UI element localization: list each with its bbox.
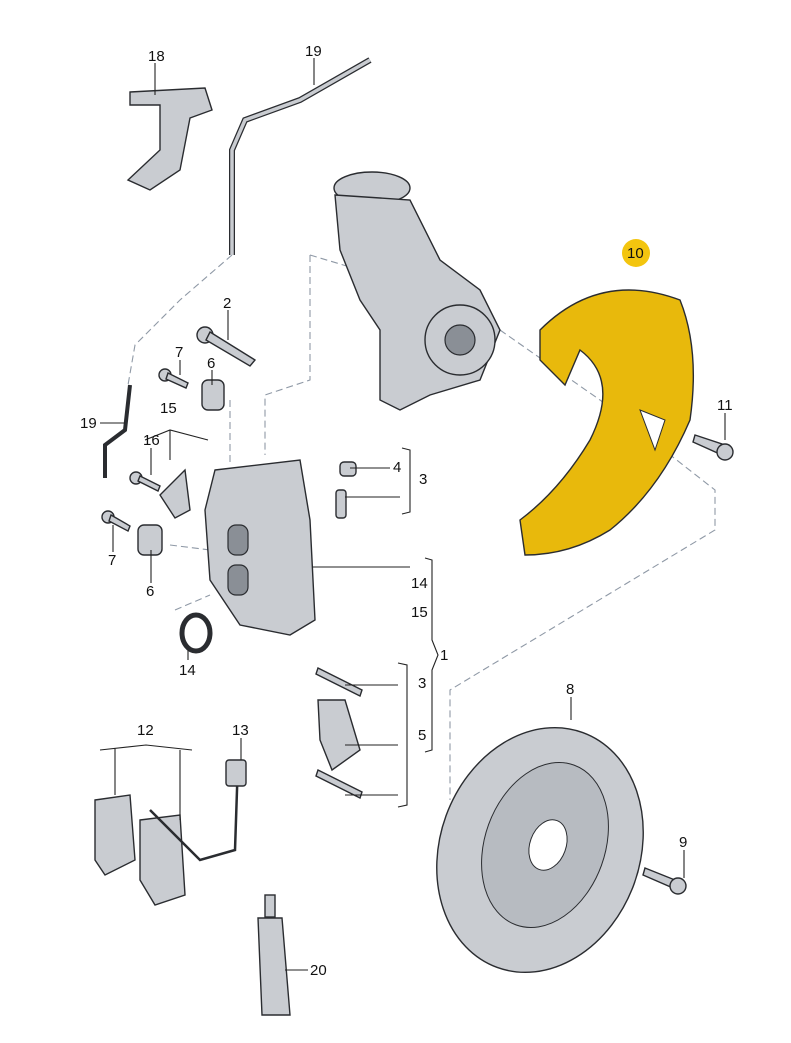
wear-sensor-plug — [225, 759, 247, 787]
leader-lines — [99, 58, 726, 971]
callout-19-lower: 19 — [80, 415, 97, 432]
brake-shield-part-10[interactable] — [519, 289, 695, 556]
callout-20: 20 — [310, 962, 327, 979]
bracket-part-15[interactable] — [159, 468, 191, 519]
callout-15: 15 — [160, 400, 177, 417]
assembly-line — [264, 254, 361, 455]
callout-19: 19 — [305, 43, 322, 60]
callout-13: 13 — [232, 722, 249, 739]
callout-3: 3 — [419, 471, 427, 488]
callout-7-lower: 7 — [108, 552, 116, 569]
brake-hose-part-19-lower[interactable] — [103, 384, 132, 478]
assembly-line — [449, 329, 716, 800]
cap-part-4[interactable] — [339, 461, 357, 477]
wear-sensor-part-13[interactable] — [149, 759, 240, 862]
seal-ring-part-14[interactable] — [179, 612, 213, 654]
callout-6: 6 — [207, 355, 215, 372]
bushing-part-6[interactable] — [201, 379, 225, 411]
callout-2: 2 — [223, 295, 231, 312]
bushing-part-6-lower[interactable] — [137, 524, 163, 556]
assembly-line — [169, 400, 231, 611]
screw-part-9[interactable] — [642, 867, 687, 895]
steering-knuckle[interactable] — [333, 171, 501, 411]
pad-pins-spring-kit[interactable] — [315, 667, 363, 799]
callout-16: 16 — [143, 432, 160, 449]
callout-6-lower: 6 — [146, 583, 154, 600]
callout-14-lower: 14 — [179, 662, 196, 679]
bolt-part-11[interactable] — [692, 434, 734, 461]
bolt-part-16[interactable] — [129, 471, 161, 492]
callout-3-lower: 3 — [418, 675, 426, 692]
callout-9: 9 — [679, 834, 687, 851]
bolt-part-2[interactable] — [196, 326, 257, 367]
callout-14: 14 — [411, 575, 428, 592]
callout-1: 1 — [440, 647, 448, 664]
callout-15-lower: 15 — [411, 604, 428, 621]
callout-12: 12 — [137, 722, 154, 739]
callout-4: 4 — [393, 459, 401, 476]
brake-disc-part-8[interactable] — [403, 698, 676, 1001]
bolt-part-7[interactable] — [158, 368, 189, 389]
brake-pads-part-12[interactable] — [94, 794, 186, 906]
callout-5: 5 — [418, 727, 426, 744]
callout-7: 7 — [175, 344, 183, 361]
callout-8: 8 — [566, 681, 574, 698]
grease-tube-part-20[interactable] — [257, 894, 291, 1016]
bracket-part-18[interactable] — [126, 87, 213, 191]
callout-10: 10 — [627, 245, 644, 262]
callout-11: 11 — [717, 397, 733, 414]
assembly-line — [127, 254, 233, 386]
callout-18: 18 — [148, 48, 165, 65]
bolt-part-7-lower[interactable] — [101, 510, 131, 532]
bleeder-part-3[interactable] — [335, 489, 347, 519]
callout-10-highlight — [622, 239, 650, 267]
brake-hose-part-19[interactable] — [229, 57, 372, 255]
brake-caliper[interactable] — [204, 459, 316, 636]
